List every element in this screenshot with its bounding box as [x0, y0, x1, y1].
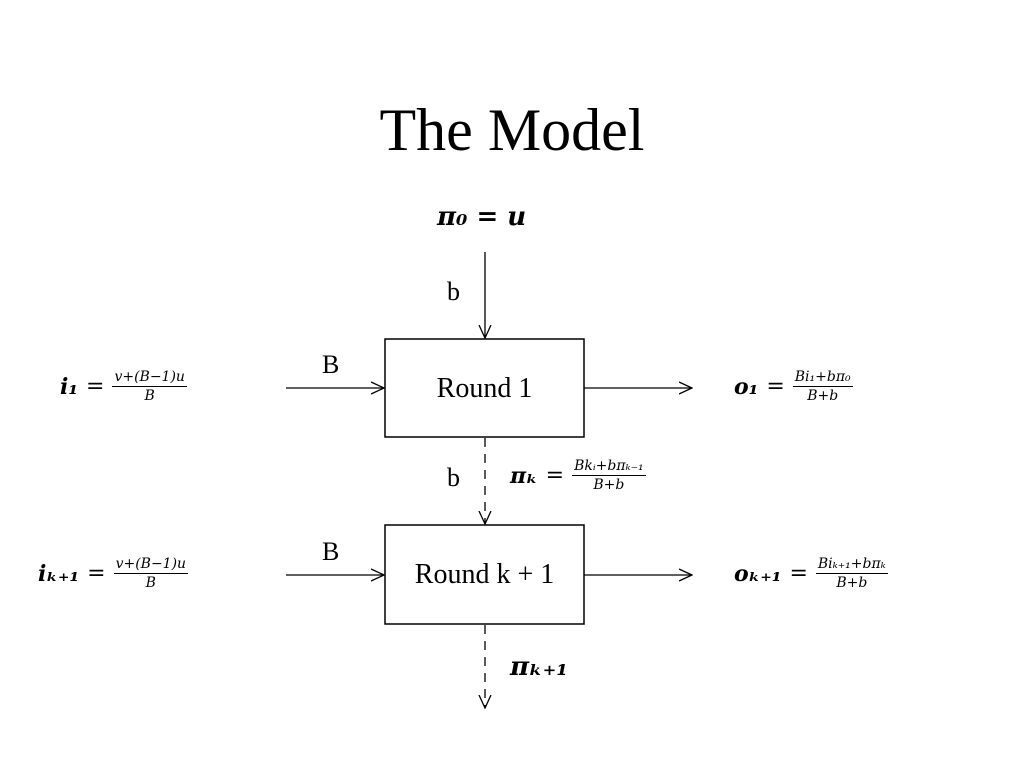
round-1-label: Round 1 — [436, 373, 533, 404]
top-input-label: π₀ = u — [437, 202, 527, 232]
edge-label-b-middle: b — [447, 463, 460, 492]
round-k1-label: Round k + 1 — [414, 559, 555, 590]
edge-label-B-round1: B — [322, 350, 340, 379]
edge-label-B-roundk: B — [322, 537, 340, 566]
edge-label-b-top: b — [447, 277, 460, 306]
bottom-output-label: πₖ₊₁ — [510, 652, 568, 682]
slide-title: The Model — [379, 97, 645, 163]
